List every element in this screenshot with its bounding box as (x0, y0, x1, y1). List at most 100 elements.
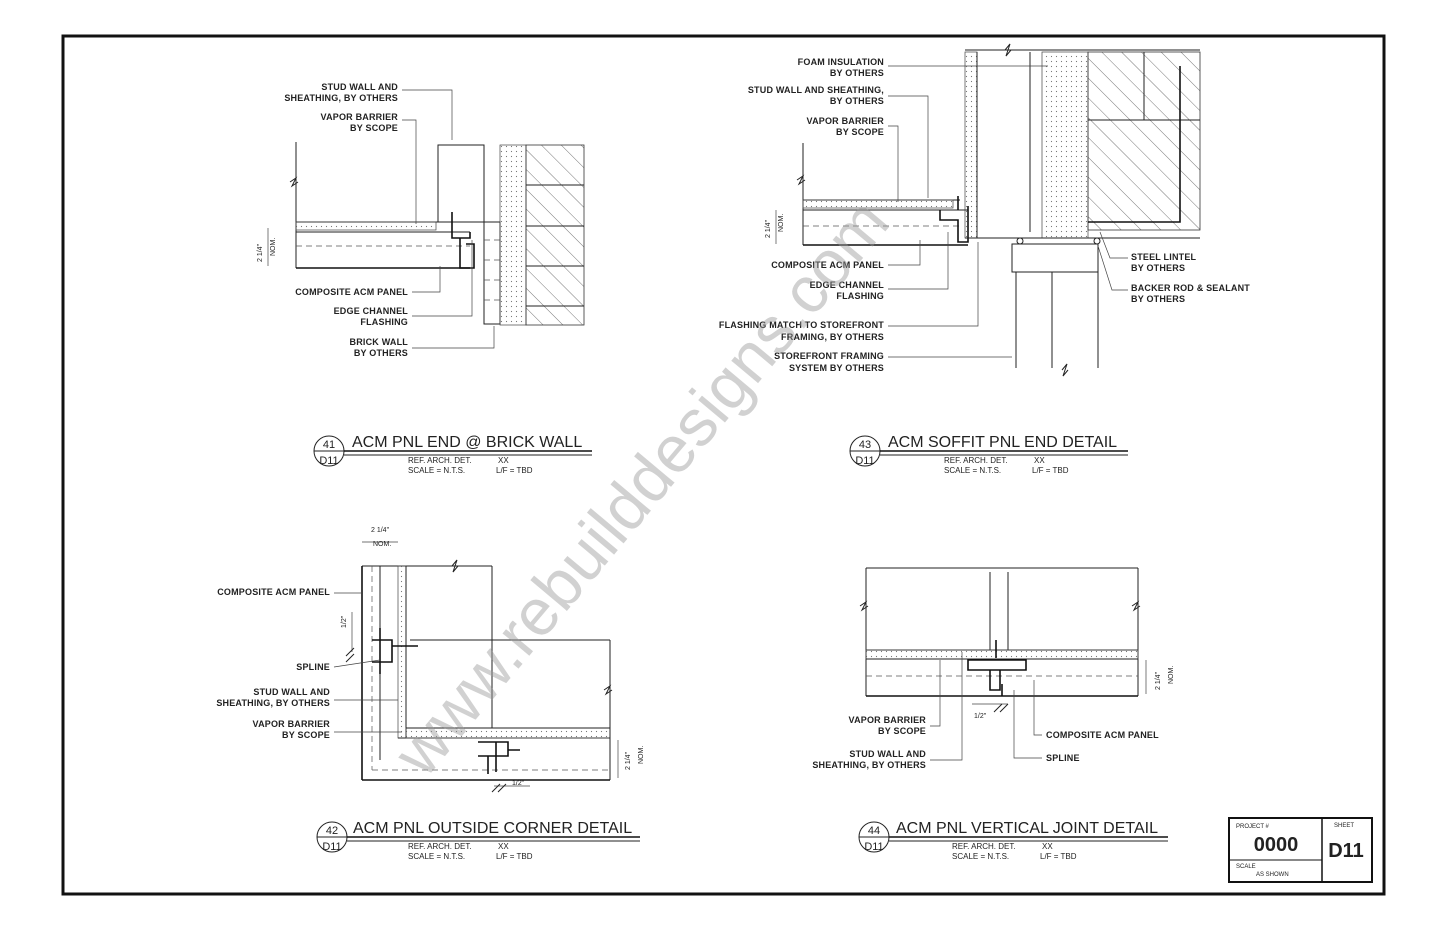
detail-43-label-9b: BY OTHERS (1131, 294, 1185, 304)
detail-41-label-5b: BY OTHERS (354, 348, 408, 358)
detail-42-scale: SCALE = N.T.S. (408, 852, 465, 861)
detail-42-dim-3: 1/2" (341, 615, 348, 628)
detail-44-dim-2: NOM. (1168, 666, 1175, 684)
detail-44-title-block: 44 D11 ACM PNL VERTICAL JOINT DETAIL REF… (858, 820, 1168, 861)
detail-44-callouts: VAPOR BARRIER BY SCOPE STUD WALL AND SHE… (812, 652, 1159, 770)
detail-42-number: 42 (326, 825, 338, 837)
detail-43-callouts: FOAM INSULATION BY OTHERS STUD WALL AND … (719, 57, 1250, 373)
detail-44-ref-label: REF. ARCH. DET. (952, 842, 1016, 851)
project-label: PROJECT # (1236, 824, 1270, 830)
detail-43-label-2b: BY OTHERS (830, 96, 884, 106)
detail-41-number: 41 (323, 439, 335, 451)
detail-43-label-7b: SYSTEM BY OTHERS (789, 363, 884, 373)
detail-43-label-5a: EDGE CHANNEL (810, 280, 885, 290)
sheet-title-block: PROJECT # 0000 SHEET D11 SCALE AS SHOWN (1228, 817, 1373, 883)
detail-41-title: ACM PNL END @ BRICK WALL (352, 434, 582, 451)
detail-44-dim-3: 1/2" (974, 713, 987, 720)
detail-41-label-1a: STUD WALL AND (321, 82, 398, 92)
detail-42-label-2: SPLINE (296, 662, 330, 672)
detail-43-label-3a: VAPOR BARRIER (807, 116, 885, 126)
detail-43-label-1b: BY OTHERS (830, 68, 884, 78)
detail-44-label-4: SPLINE (1046, 753, 1080, 763)
detail-44-label-2b: SHEATHING, BY OTHERS (812, 760, 926, 770)
detail-42-label-1: COMPOSITE ACM PANEL (217, 587, 330, 597)
detail-44-scale: SCALE = N.T.S. (952, 852, 1009, 861)
detail-44-dim-1: 2 1/4" (1155, 671, 1162, 690)
watermark-text: www.rebuilddesigns.com (378, 185, 902, 790)
detail-41-lf: L/F = TBD (496, 466, 533, 475)
detail-43-label-1a: FOAM INSULATION (798, 57, 884, 67)
detail-41-ref-label: REF. ARCH. DET. (408, 456, 472, 465)
detail-41-label-3: COMPOSITE ACM PANEL (295, 287, 408, 297)
detail-43-label-9a: BACKER ROD & SEALANT (1131, 283, 1250, 293)
detail-41-title-block: 41 D11 ACM PNL END @ BRICK WALL REF. ARC… (313, 434, 592, 475)
detail-43-dim-2: NOM. (778, 214, 785, 232)
scale-value: AS SHOWN (1256, 872, 1289, 878)
sheet-label: SHEET (1334, 823, 1354, 829)
detail-42-dim-2: NOM. (373, 541, 391, 548)
detail-44-drawing: 1/2" 2 1/4" NOM. (859, 567, 1175, 720)
project-number: 0000 (1254, 834, 1299, 856)
detail-43-ref-value: XX (1034, 456, 1045, 465)
detail-41-dim-1: 2 1/4" (257, 243, 264, 262)
sheet-border (61, 34, 1386, 896)
detail-43-lf: L/F = TBD (1032, 466, 1069, 475)
detail-42-ref-value: XX (498, 842, 509, 851)
detail-43-label-8a: STEEL LINTEL (1131, 252, 1197, 262)
detail-43-label-3b: BY SCOPE (836, 127, 884, 137)
detail-42-lf: L/F = TBD (496, 852, 533, 861)
detail-41-scale: SCALE = N.T.S. (408, 466, 465, 475)
detail-44-ref-value: XX (1042, 842, 1053, 851)
detail-43-drawing (796, 43, 1201, 377)
detail-41-dim-2: NOM. (270, 238, 277, 256)
detail-43-scale: SCALE = N.T.S. (944, 466, 1001, 475)
detail-44-label-2a: STUD WALL AND (849, 749, 926, 759)
detail-41-label-4a: EDGE CHANNEL (334, 306, 409, 316)
scale-label: SCALE (1236, 864, 1256, 870)
detail-44-sheet: D11 (864, 841, 883, 853)
detail-42-title: ACM PNL OUTSIDE CORNER DETAIL (353, 820, 632, 837)
sheet-number: D11 (1328, 840, 1364, 862)
detail-42-label-4b: BY SCOPE (282, 730, 330, 740)
detail-44-title: ACM PNL VERTICAL JOINT DETAIL (896, 820, 1158, 837)
detail-43-label-6a: FLASHING MATCH TO STOREFRONT (719, 320, 884, 330)
detail-42-dim-6: NOM. (638, 746, 645, 764)
detail-44-label-1b: BY SCOPE (878, 726, 926, 736)
detail-41-label-2a: VAPOR BARRIER (321, 112, 399, 122)
detail-44-lf: L/F = TBD (1040, 852, 1077, 861)
detail-43-title: ACM SOFFIT PNL END DETAIL (888, 434, 1117, 451)
detail-43-label-7a: STOREFRONT FRAMING (774, 351, 884, 361)
detail-41-label-5a: BRICK WALL (350, 337, 409, 347)
detail-41-sheet: D11 (319, 455, 338, 467)
detail-41-label-1b: SHEATHING, BY OTHERS (284, 93, 398, 103)
detail-43-sheet: D11 (855, 455, 874, 467)
detail-42-label-3b: SHEATHING, BY OTHERS (216, 698, 330, 708)
detail-42-label-4a: VAPOR BARRIER (253, 719, 331, 729)
detail-43-ref-label: REF. ARCH. DET. (944, 456, 1008, 465)
detail-44-label-1a: VAPOR BARRIER (849, 715, 927, 725)
detail-43-label-2a: STUD WALL AND SHEATHING, (748, 85, 884, 95)
detail-42-dim-1: 2 1/4" (371, 527, 390, 534)
detail-42-sheet: D11 (322, 841, 341, 853)
detail-42-drawing: 2 1/4" NOM. 1/2" 1/2" 2 1/4" NOM. (341, 527, 645, 793)
detail-42-label-3a: STUD WALL AND (253, 687, 330, 697)
detail-43-label-5b: FLASHING (836, 291, 884, 301)
detail-43-label-4: COMPOSITE ACM PANEL (771, 260, 884, 270)
detail-42-ref-label: REF. ARCH. DET. (408, 842, 472, 851)
detail-43-number: 43 (859, 439, 871, 451)
detail-43-dim-1: 2 1/4" (765, 219, 772, 238)
detail-43-label-8b: BY OTHERS (1131, 263, 1185, 273)
detail-41-drawing (289, 142, 585, 326)
detail-44-label-3: COMPOSITE ACM PANEL (1046, 730, 1159, 740)
detail-42-title-block: 42 D11 ACM PNL OUTSIDE CORNER DETAIL REF… (316, 820, 640, 861)
detail-42-dim-4: 1/2" (512, 780, 525, 787)
detail-44-number: 44 (868, 825, 880, 837)
detail-41-callouts: STUD WALL AND SHEATHING, BY OTHERS VAPOR… (257, 82, 495, 358)
detail-42-dim-5: 2 1/4" (625, 751, 632, 770)
detail-43-label-6b: FRAMING, BY OTHERS (781, 332, 884, 342)
detail-41-label-4b: FLASHING (360, 317, 408, 327)
detail-42-callouts: COMPOSITE ACM PANEL SPLINE STUD WALL AND… (216, 587, 402, 740)
detail-43-title-block: 43 D11 ACM SOFFIT PNL END DETAIL REF. AR… (849, 434, 1128, 475)
detail-41-ref-value: XX (498, 456, 509, 465)
